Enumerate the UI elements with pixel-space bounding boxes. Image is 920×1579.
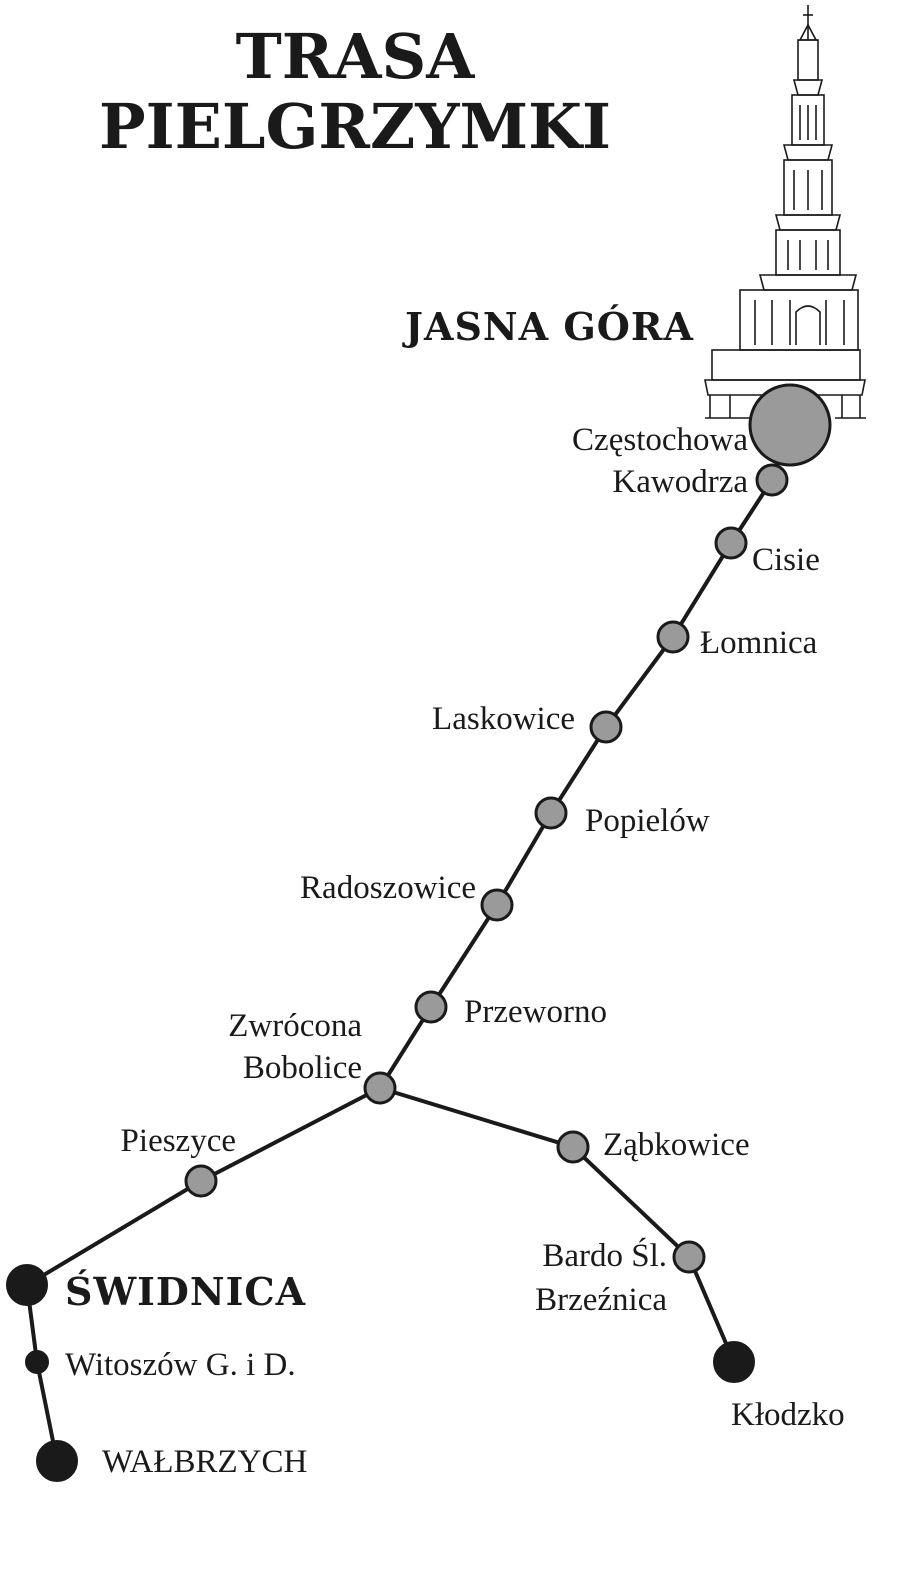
stop-label-brzeznica: Brzeźnica [535,1282,667,1318]
stop-label-cisie: Cisie [752,542,820,578]
stop-label-witoszow: Witoszów G. i D. [65,1347,296,1383]
stop-marker-bardo[interactable] [672,1240,706,1274]
stop-label-bobolice: Bobolice [243,1050,362,1086]
stop-label-czestochowa: Częstochowa [572,422,748,458]
stop-label-kawodrza: Kawodrza [612,464,748,500]
route-main-line [378,424,792,1090]
stop-label-pieszyce: Pieszyce [121,1123,236,1159]
stop-label-klodzko: Kłodzko [731,1397,845,1433]
map-title-line-1: TRASA [236,20,476,93]
stop-label-zabkowice: Ząbkowice [603,1127,750,1163]
stop-label-lomnica: Łomnica [700,625,818,661]
stop-label-swidnica: ŚWIDNICA [65,1269,306,1314]
stop-label-walbrzych: WAŁBRZYCH [102,1444,307,1480]
stop-marker-pieszyce[interactable] [184,1164,218,1198]
stop-marker-lomnica[interactable] [656,620,690,654]
stop-marker-popielow[interactable] [534,796,568,830]
stop-marker-przeworno[interactable] [414,990,448,1024]
stop-marker-czestochowa[interactable] [748,383,832,467]
destination-label: JASNA GÓRA [402,304,694,349]
route-east-branch [379,1086,736,1363]
stop-label-zwrocona: Zwrócona [228,1008,362,1044]
stop-marker-bobolice[interactable] [363,1071,397,1105]
stop-marker-swidnica[interactable] [6,1264,48,1306]
stop-label-radoszowice: Radoszowice [300,870,476,906]
stop-marker-witoszow[interactable] [25,1350,49,1374]
stop-label-bardo: Bardo Śl. [542,1236,667,1274]
stop-marker-radoszowice[interactable] [480,888,514,922]
stop-marker-walbrzych[interactable] [36,1440,78,1482]
map-title-line-2: PIELGRZYMKI [99,90,611,163]
stop-marker-zabkowice[interactable] [556,1130,590,1164]
stop-marker-kawodrza[interactable] [755,463,789,497]
stop-label-przeworno: Przeworno [464,994,607,1030]
stop-marker-laskowice[interactable] [589,710,623,744]
monastery-tower-icon [704,5,866,419]
stop-label-laskowice: Laskowice [432,701,575,737]
stop-marker-cisie[interactable] [714,526,748,560]
stop-marker-klodzko[interactable] [713,1341,755,1383]
stop-label-popielow: Popielów [585,803,710,839]
